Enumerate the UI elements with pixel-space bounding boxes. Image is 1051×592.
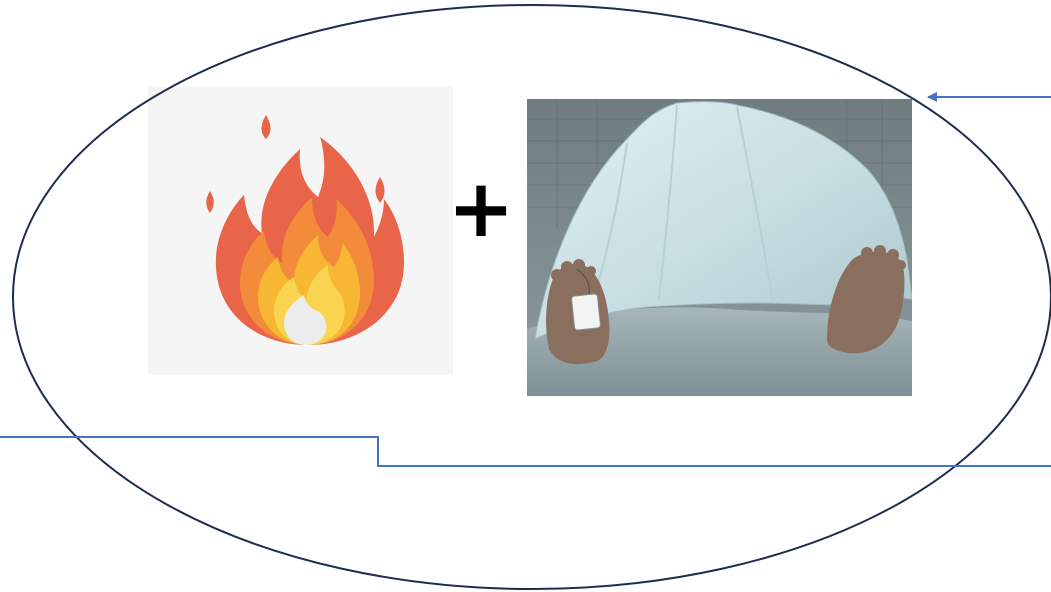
elbow-connector <box>0 437 1051 466</box>
grouping-ellipse <box>13 5 1051 589</box>
plus-operator: + <box>447 162 514 255</box>
